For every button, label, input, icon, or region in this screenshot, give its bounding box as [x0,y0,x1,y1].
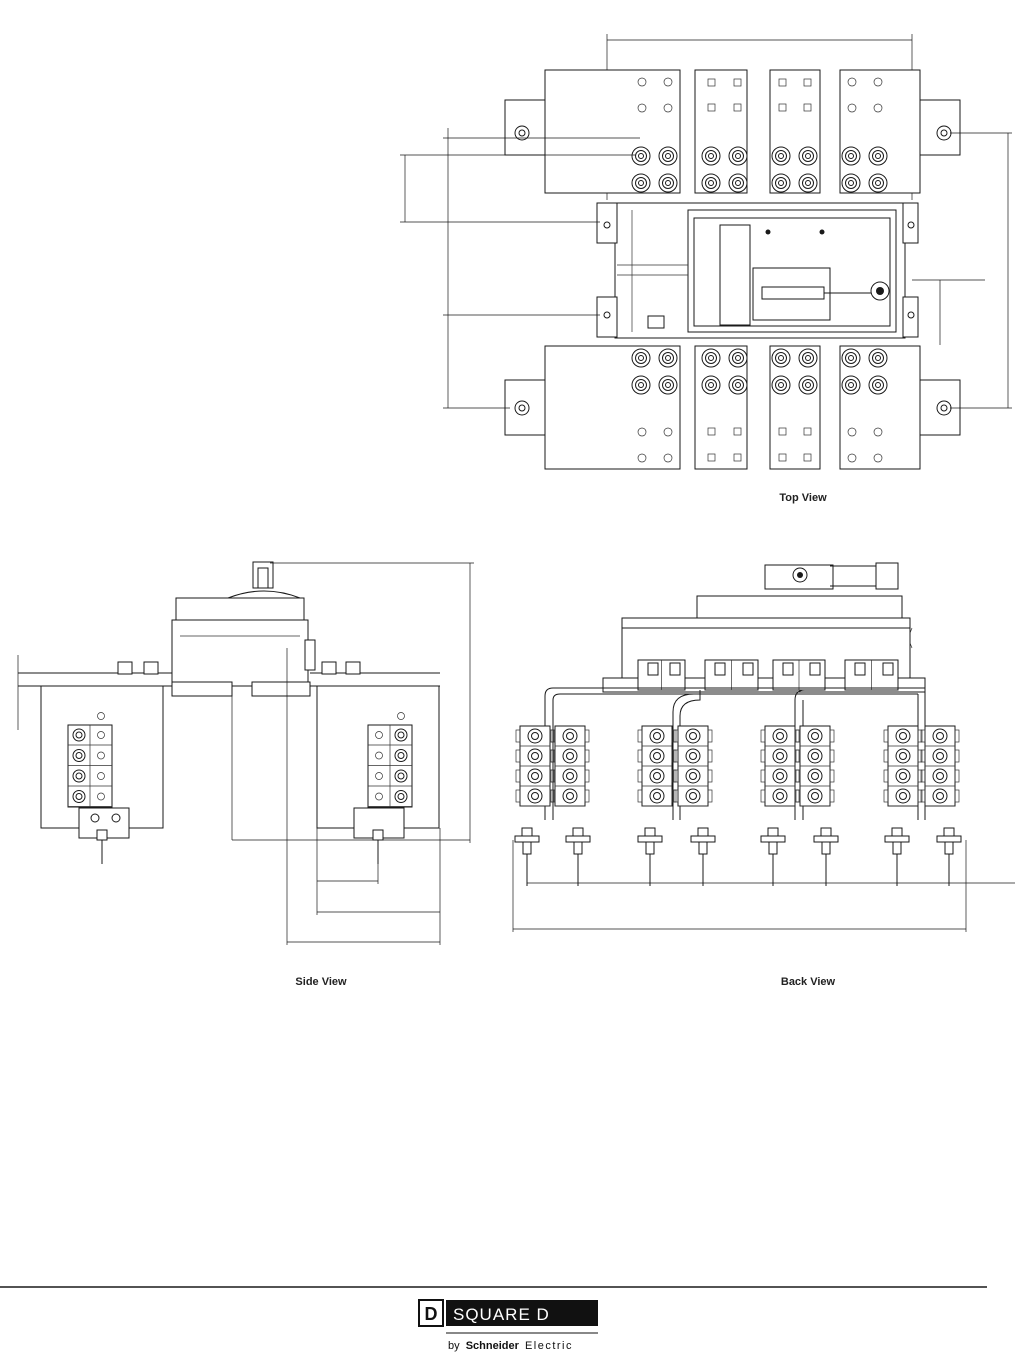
side-view: Side View [17,561,474,988]
square-d-logo: D SQUARE D [418,1299,598,1334]
back-view-caption: Back View [781,976,836,988]
top-view-caption: Top View [779,492,827,504]
top-view: Top View [400,34,1012,504]
logo-brand-box [446,1300,598,1326]
side-view-caption: Side View [295,976,347,988]
logo-d-letter: D [425,1304,438,1324]
back-view: Back View [512,562,1015,988]
schneider-tagline: by Schneider Electric [448,1340,573,1352]
logo-d-box [418,1299,444,1327]
logo-brand-text: SQUARE D [453,1305,550,1324]
